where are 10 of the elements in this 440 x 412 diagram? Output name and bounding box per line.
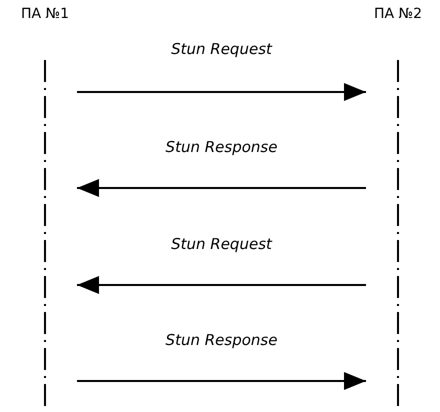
arrow: [77, 372, 366, 390]
edge-label: Stun Request: [171, 235, 272, 253]
edge-label: Stun Response: [166, 138, 278, 156]
edge-label: Stun Response: [166, 331, 278, 349]
participant-label: ПА №2: [372, 6, 424, 22]
participant-label: ПА №1: [20, 6, 70, 22]
edge-label: Stun Request: [171, 40, 272, 58]
arrow: [77, 276, 366, 294]
arrow: [77, 83, 366, 101]
arrow: [77, 179, 366, 197]
